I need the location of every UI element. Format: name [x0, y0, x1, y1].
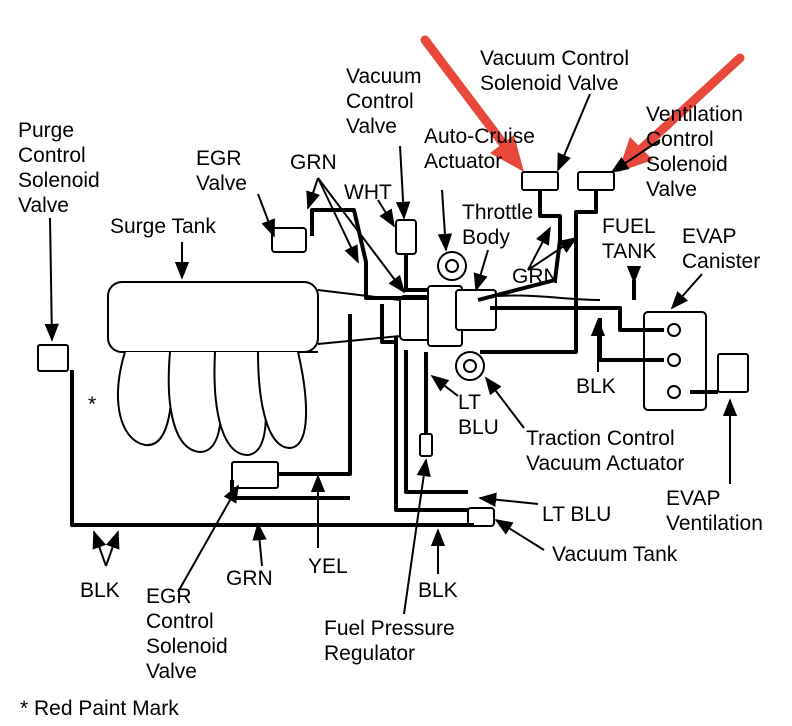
- red-arrow-left: [420, 35, 513, 155]
- label-vacuum-control-valve: Vacuum Control Valve: [346, 65, 422, 138]
- label-blk-right: BLK: [576, 375, 616, 398]
- vacuum-hoses: [70, 190, 718, 527]
- label-yel: YEL: [308, 555, 348, 578]
- label-surge-tank: Surge Tank: [110, 215, 216, 238]
- vcsv-body: [521, 171, 559, 191]
- label-ventilation-control-solenoid-valve: Ventilation Control Solenoid Valve: [646, 103, 743, 201]
- label-vacuum-control-solenoid-valve: Vacuum Control Solenoid Valve: [480, 47, 630, 95]
- red-arrowhead-left: [490, 135, 524, 172]
- label-footnote: * Red Paint Mark: [20, 697, 179, 720]
- throttle-body: [427, 251, 497, 381]
- label-grn-top: GRN: [290, 151, 337, 174]
- label-egr-control-solenoid-valve: EGR Control Solenoid Valve: [146, 585, 228, 683]
- label-wht: WHT: [344, 181, 392, 204]
- red-arrow-right: [635, 53, 745, 155]
- leader-arrows: [44, 93, 738, 615]
- label-traction-control-vacuum-actuator: Traction Control Vacuum Actuator: [526, 427, 685, 475]
- intake-runners: [117, 351, 318, 457]
- label-auto-cruise-actuator: Auto-Cruise Actuator: [424, 125, 535, 173]
- evap-vent-valve: [717, 353, 749, 393]
- label-blk-left: BLK: [80, 579, 120, 602]
- surge-tank: [107, 281, 601, 353]
- vacuum-tank: [467, 507, 495, 527]
- label-evap-ventilation: EVAP Ventilation: [666, 487, 763, 535]
- vent-csv-body: [577, 171, 615, 191]
- label-red-paint-star: *: [88, 393, 97, 416]
- label-fuel-pressure-regulator: Fuel Pressure Regulator: [324, 617, 455, 665]
- fuel-pressure-regulator: [419, 433, 433, 457]
- label-egr-valve: EGR Valve: [196, 147, 247, 195]
- label-evap-canister: EVAP Canister: [682, 225, 761, 273]
- egr-control-solenoid: [231, 461, 279, 489]
- label-lt-blu-1: LT BLU: [458, 391, 499, 439]
- label-vacuum-tank: Vacuum Tank: [552, 543, 678, 566]
- label-throttle-body: Throttle Body: [462, 201, 534, 249]
- vacuum-control-valve: [395, 219, 417, 255]
- label-grn-mid: GRN: [512, 265, 559, 288]
- egr-valve: [271, 227, 307, 253]
- label-fuel-tank: FUEL TANK: [602, 215, 657, 263]
- label-lt-blu-2: LT BLU: [542, 503, 612, 526]
- components: [37, 171, 749, 527]
- label-blk-bottom: BLK: [418, 579, 458, 602]
- label-purge-control-solenoid-valve: Purge Control Solenoid Valve: [18, 119, 100, 217]
- label-grn-bottom: GRN: [226, 567, 273, 590]
- purge-valve: [37, 344, 69, 372]
